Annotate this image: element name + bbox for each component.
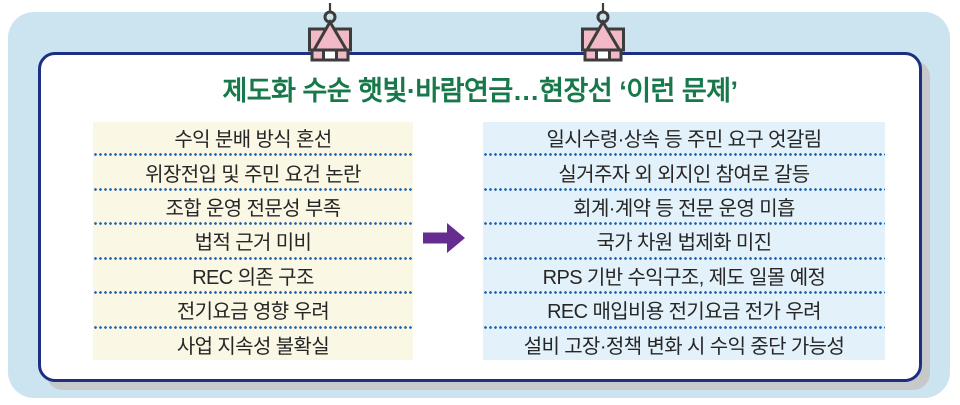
- list-item: 전기요금 영향 우려: [176, 301, 330, 324]
- page-title: 제도화 수순 햇빛·바람연금…현장선 ‘이런 문제’: [222, 76, 738, 106]
- list-item: REC 의존 구조: [192, 266, 314, 289]
- list-item: 국가 차원 법제화 미진: [596, 232, 772, 255]
- dotted-divider: [93, 256, 413, 260]
- dotted-divider: [483, 256, 885, 260]
- dotted-divider: [483, 291, 885, 295]
- dotted-divider: [483, 153, 885, 157]
- dotted-divider: [93, 187, 413, 191]
- list-item: REC 매입비용 전기요금 전가 우려: [547, 301, 821, 324]
- arrow-right-icon: [423, 223, 465, 253]
- list-item: 사업 지속성 불확실: [176, 335, 330, 358]
- dotted-divider: [93, 222, 413, 226]
- list-item: 법적 근거 미비: [194, 232, 312, 255]
- dotted-divider: [93, 153, 413, 157]
- dotted-divider: [483, 187, 885, 191]
- list-item: 수익 분배 방식 혼선: [174, 129, 332, 152]
- binder-clip-icon: [308, 3, 352, 62]
- list-item: 조합 운영 전문성 부족: [165, 198, 341, 221]
- binder-clip-icon: [581, 3, 625, 62]
- dotted-divider: [93, 325, 413, 329]
- list-item: 일시수령·상속 등 주민 요구 엇갈림: [546, 129, 822, 152]
- list-item: RPS 기반 수익구조, 제도 일몰 예정: [542, 266, 826, 289]
- list-item: 설비 고장·정책 변화 시 수익 중단 가능성: [523, 335, 845, 358]
- dotted-divider: [483, 222, 885, 226]
- list-item: 위장전입 및 주민 요건 논란: [145, 163, 361, 186]
- dotted-divider: [93, 291, 413, 295]
- list-item: 회계·계약 등 전문 운영 미흡: [573, 198, 795, 221]
- list-item: 실거주자 외 외지인 참여로 갈등: [558, 163, 810, 186]
- dotted-divider: [483, 325, 885, 329]
